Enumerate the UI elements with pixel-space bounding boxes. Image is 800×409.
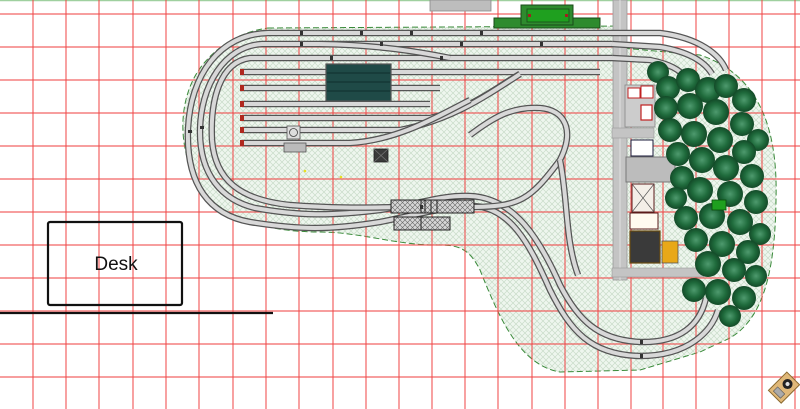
small-building [711,199,727,211]
shed [283,142,307,153]
engine-house [325,63,392,102]
desk-label: Desk [94,254,138,275]
bumper [240,85,244,91]
platform-grey [429,0,492,12]
forest [647,61,771,327]
desk: Desk [46,220,184,307]
bumper [240,115,244,121]
bumper [240,140,244,146]
town-buildings [624,84,679,264]
turntable-small [286,125,301,140]
yard-structures [283,125,389,179]
bumper [240,69,244,75]
station-platform [429,0,601,29]
bridge [390,199,475,231]
bumper [240,101,244,107]
inner-mainline-loop [208,54,612,277]
view-control-widget[interactable] [767,371,800,404]
bumper [240,127,244,133]
desk-outline [46,220,184,307]
track-ties [188,31,643,358]
eye-icon [772,386,786,399]
